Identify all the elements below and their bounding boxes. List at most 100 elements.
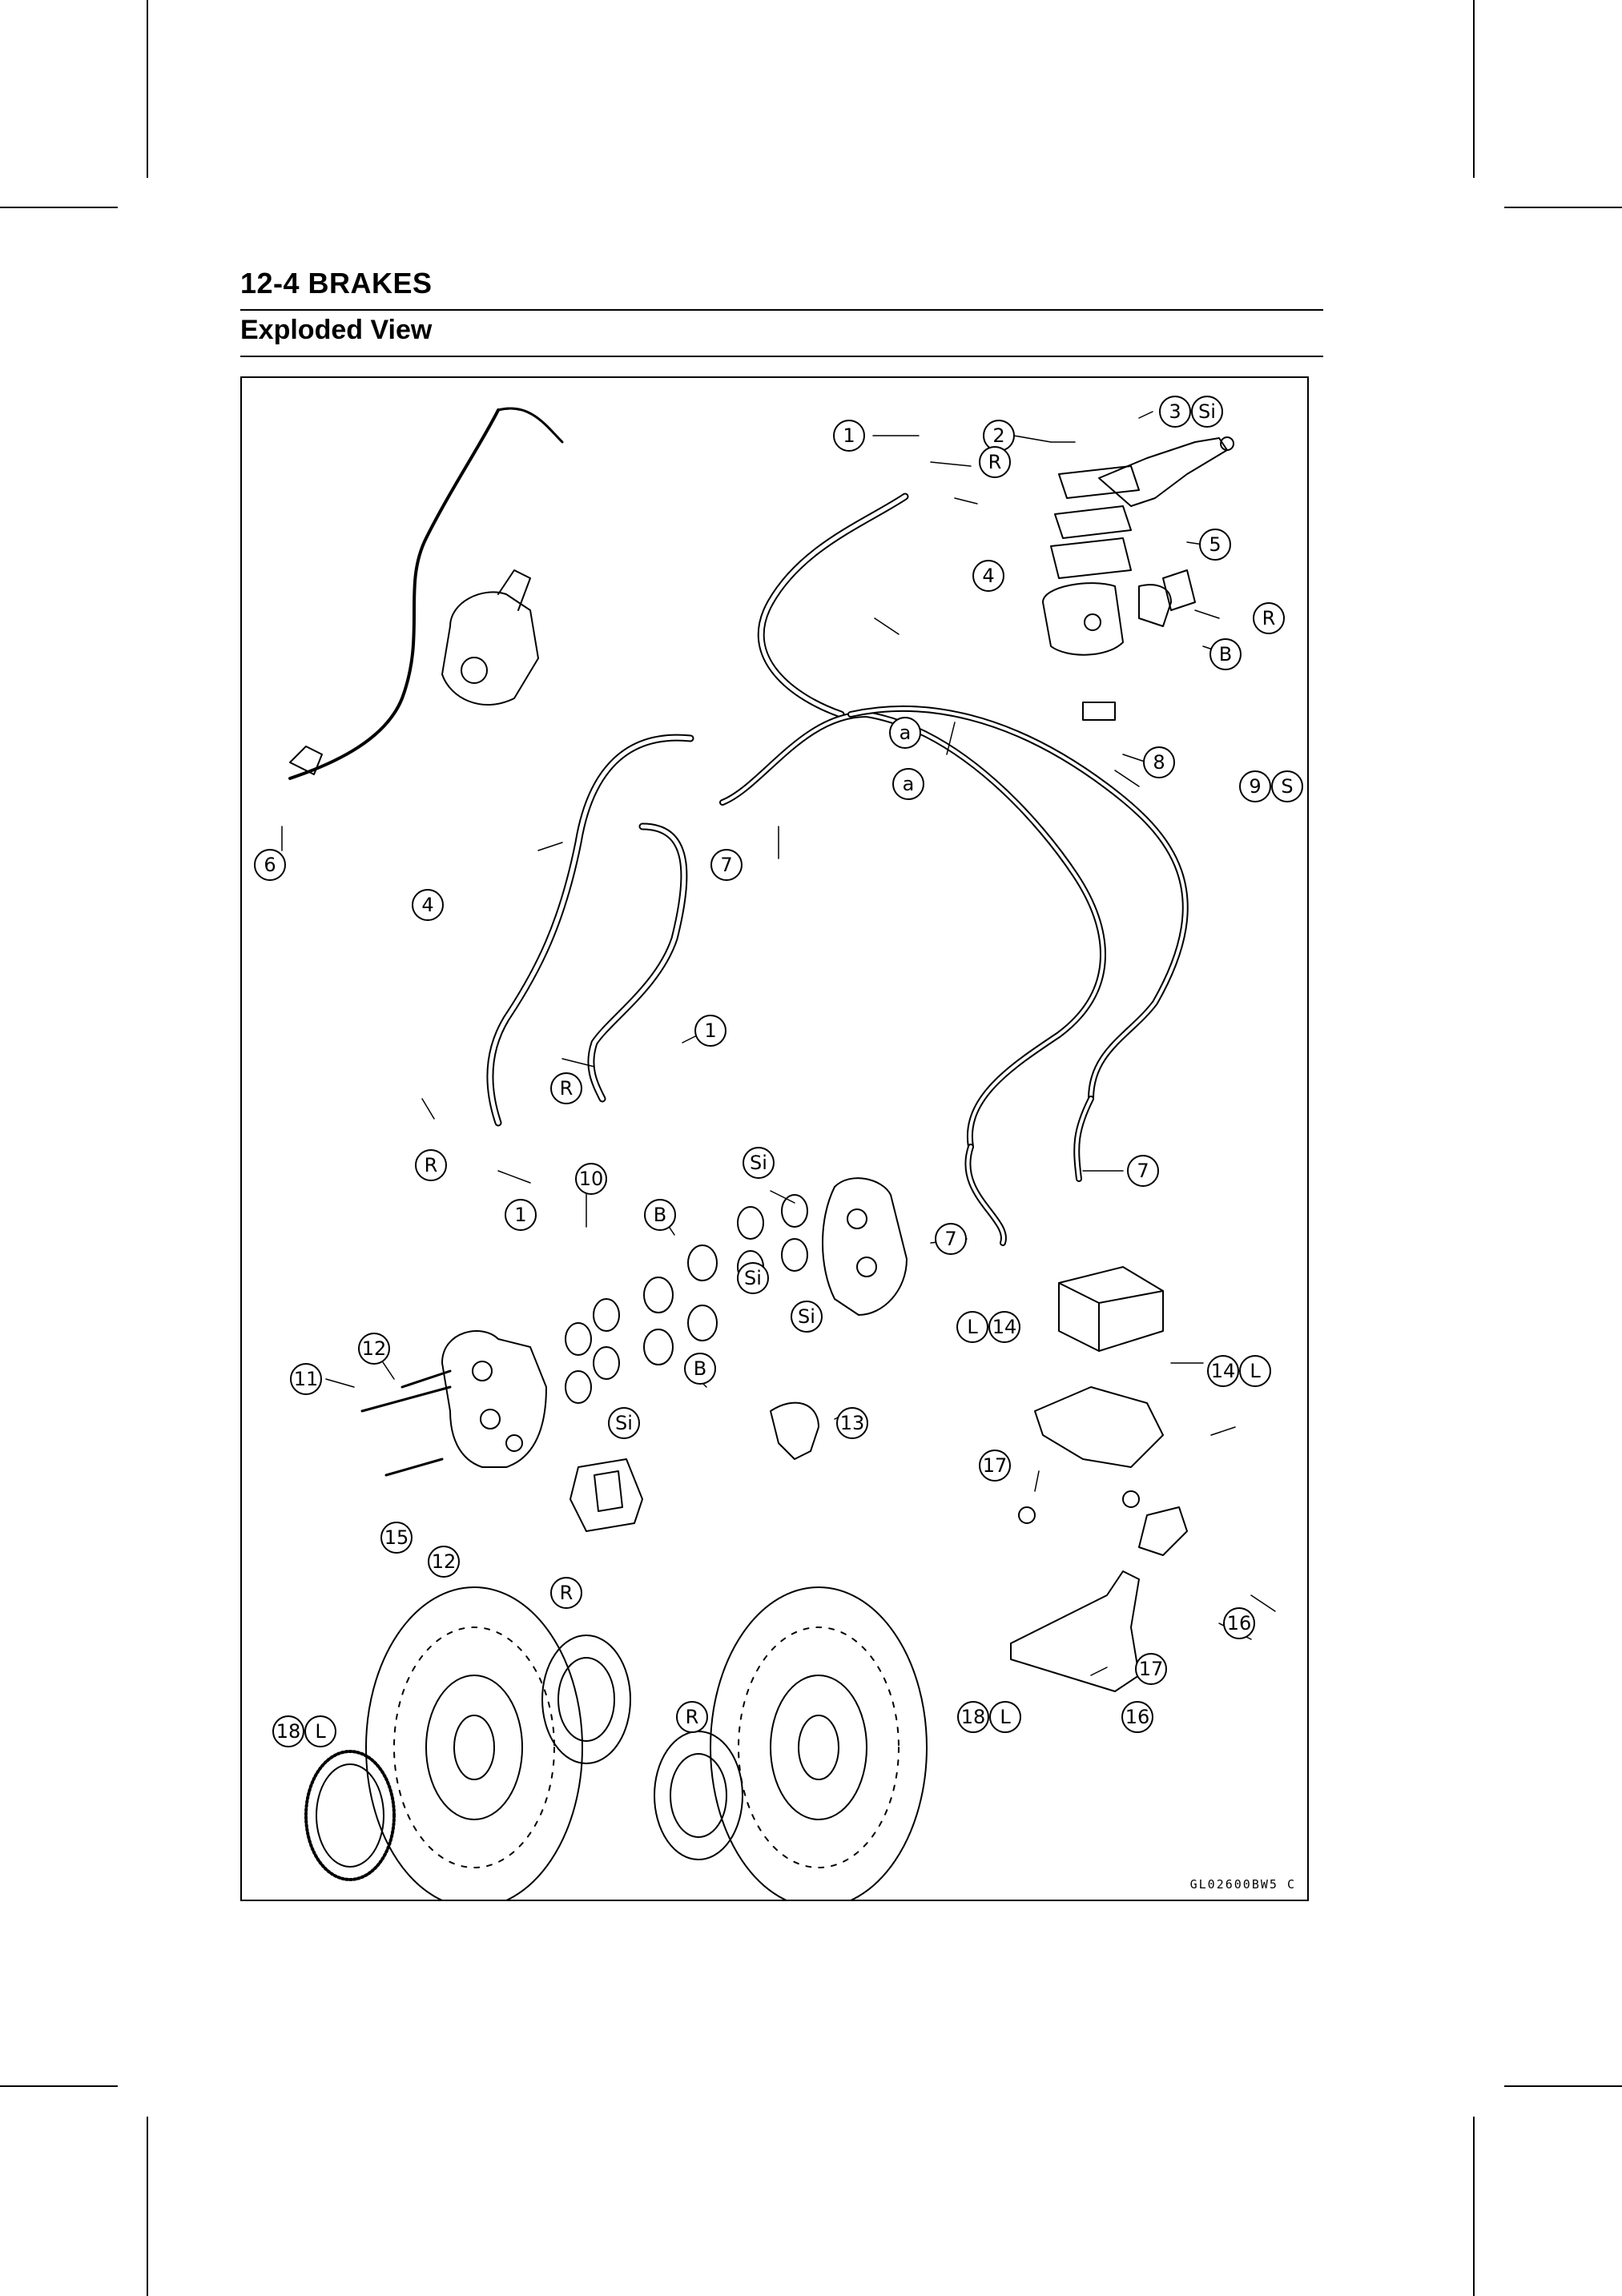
exploded-view-drawing bbox=[281, 407, 1276, 1900]
callout-label: 11 bbox=[294, 1368, 319, 1390]
callout-label: Si bbox=[615, 1412, 633, 1434]
callout-circle bbox=[694, 1015, 726, 1047]
callout-circle bbox=[1223, 1607, 1255, 1639]
callout-circle bbox=[1127, 1155, 1159, 1187]
callout-label: L bbox=[1000, 1706, 1011, 1728]
callout-circle bbox=[1121, 1701, 1153, 1733]
callout-circle bbox=[737, 1262, 769, 1294]
subtitle-rule bbox=[240, 356, 1323, 357]
callout-label: 14 bbox=[992, 1316, 1017, 1338]
center-caliper bbox=[770, 1177, 908, 1460]
callout-13: 13 bbox=[836, 1407, 868, 1439]
callout-circle bbox=[1159, 396, 1191, 428]
callout-circle bbox=[979, 1450, 1011, 1482]
callout-circle bbox=[889, 717, 921, 749]
callout-1: 1 bbox=[833, 420, 865, 452]
callout-circle bbox=[956, 1311, 988, 1343]
callout-circle bbox=[272, 1715, 304, 1747]
callout-label: R bbox=[1262, 607, 1276, 629]
callout-circle bbox=[505, 1199, 537, 1231]
callout-b: B bbox=[644, 1199, 676, 1231]
callout-6: 6 bbox=[254, 849, 286, 881]
callout-circle bbox=[676, 1701, 708, 1733]
callout-label: 8 bbox=[1153, 751, 1165, 774]
crop-mark bbox=[0, 207, 118, 208]
abs-rotor-ring bbox=[304, 1750, 396, 1881]
callout-4: 4 bbox=[412, 889, 444, 921]
callout-label: R bbox=[560, 1582, 574, 1604]
callout-label: B bbox=[654, 1204, 666, 1226]
callout-17: 17 bbox=[1135, 1653, 1167, 1685]
crop-mark bbox=[0, 2085, 118, 2087]
callout-circle bbox=[1239, 770, 1271, 802]
callout-7: 7 bbox=[1127, 1155, 1159, 1187]
callout-label: 4 bbox=[421, 894, 433, 916]
callout-circle bbox=[935, 1223, 967, 1255]
callout-label: 6 bbox=[264, 854, 276, 876]
callout-circle bbox=[1143, 746, 1175, 778]
page-title: 12-4 BRAKES bbox=[240, 267, 433, 300]
callout-circle bbox=[1199, 529, 1231, 561]
callout-circle bbox=[743, 1147, 775, 1179]
callout-r: R bbox=[550, 1577, 582, 1609]
callout-circle bbox=[892, 768, 924, 800]
callout-circle bbox=[833, 420, 865, 452]
callout-circle bbox=[979, 446, 1011, 478]
callout-label: 15 bbox=[384, 1526, 409, 1549]
callout-circle bbox=[290, 1363, 322, 1395]
callout-circle bbox=[550, 1577, 582, 1609]
callout-8: 8 bbox=[1143, 746, 1175, 778]
callout-circle bbox=[684, 1353, 716, 1385]
callout-11: 11 bbox=[290, 1363, 322, 1395]
callout-16: 16 bbox=[1121, 1701, 1153, 1733]
callout-label: L bbox=[315, 1720, 326, 1743]
callout-label: a bbox=[900, 722, 912, 744]
callout-a: a bbox=[892, 768, 924, 800]
callout-label: 17 bbox=[983, 1454, 1008, 1477]
callout-circle bbox=[608, 1407, 640, 1439]
callout-label: R bbox=[560, 1077, 574, 1100]
callout-si: Si bbox=[791, 1301, 823, 1333]
callout-label: 10 bbox=[579, 1168, 604, 1190]
callout-circle bbox=[412, 889, 444, 921]
callout-label: 4 bbox=[982, 565, 994, 587]
fork-lower bbox=[289, 569, 539, 775]
callout-r: R bbox=[415, 1149, 447, 1181]
callout-circle bbox=[550, 1072, 582, 1104]
leader-lines bbox=[281, 411, 1276, 1676]
callout-circle bbox=[358, 1333, 390, 1365]
section-subtitle: Exploded View bbox=[240, 315, 433, 345]
callout-18-l: 18 L bbox=[957, 1701, 1021, 1733]
callout-label: 1 bbox=[843, 424, 855, 447]
callout-16: 16 bbox=[1223, 1607, 1255, 1639]
callout-circle bbox=[1239, 1355, 1271, 1387]
callout-label: 1 bbox=[514, 1204, 526, 1226]
callout-5: 5 bbox=[1199, 529, 1231, 561]
callout-circle bbox=[1209, 638, 1242, 670]
callout-label: 18 bbox=[961, 1706, 986, 1728]
callout-circle bbox=[415, 1149, 447, 1181]
callout-12: 12 bbox=[428, 1546, 460, 1578]
callout-circle bbox=[1271, 770, 1303, 802]
callout-label: Si bbox=[798, 1305, 815, 1328]
callout-4: 4 bbox=[972, 560, 1004, 592]
callout-17: 17 bbox=[979, 1450, 1011, 1482]
callout-r: R bbox=[1253, 602, 1285, 634]
callout-10: 10 bbox=[575, 1163, 607, 1195]
callout-label: Si bbox=[750, 1152, 767, 1174]
callout-circle bbox=[428, 1546, 460, 1578]
figure-code: GL02600BW5 C bbox=[1189, 1877, 1296, 1892]
callout-circle bbox=[791, 1301, 823, 1333]
callout-circle bbox=[1253, 602, 1285, 634]
callout-label: 18 bbox=[276, 1720, 301, 1743]
callout-label: Si bbox=[1198, 400, 1216, 423]
callout-7: 7 bbox=[935, 1223, 967, 1255]
callout-circle bbox=[304, 1715, 336, 1747]
callout-label: L bbox=[1250, 1360, 1261, 1382]
callout-label: 5 bbox=[1209, 533, 1221, 556]
crop-mark bbox=[1473, 2117, 1475, 2296]
disc-gasket-left bbox=[541, 1635, 631, 1764]
callout-label: L bbox=[967, 1316, 978, 1338]
callout-circle bbox=[989, 1701, 1021, 1733]
